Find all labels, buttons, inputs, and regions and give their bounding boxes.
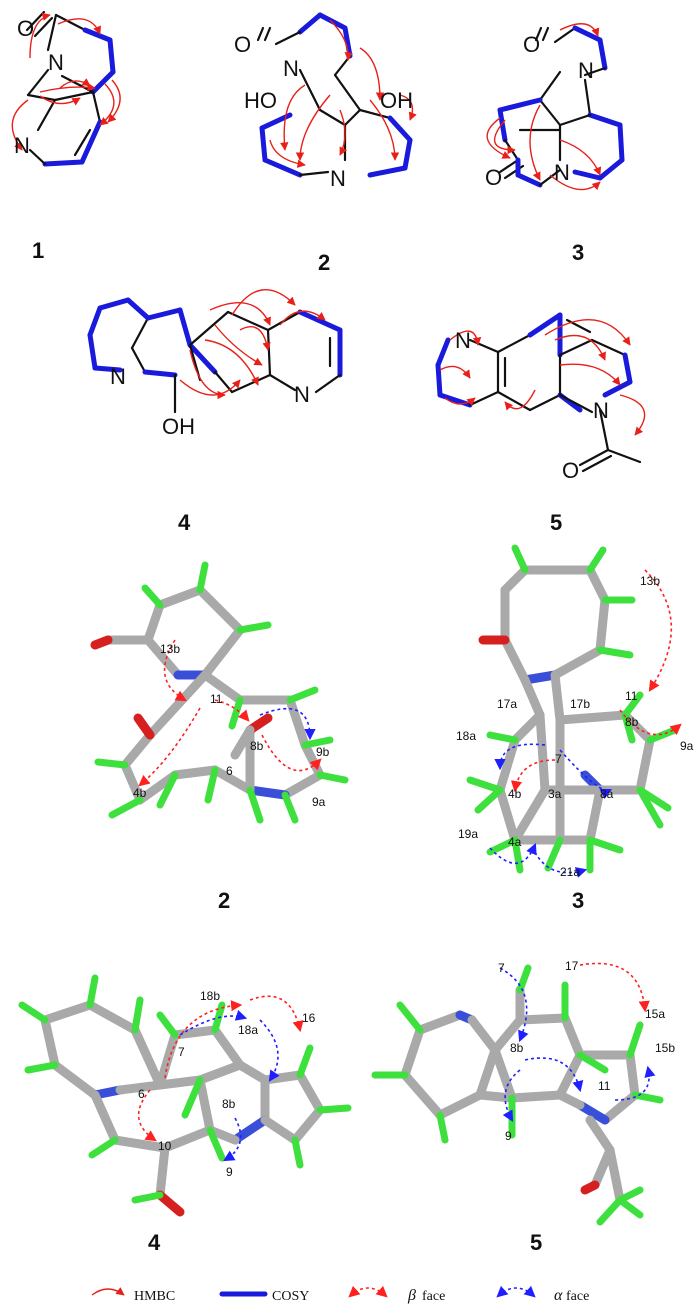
atom-label-15b: 15b xyxy=(655,1041,675,1055)
model-compound-4: 18b 16 18a 7 6 8b 10 9 xyxy=(18,974,352,1217)
atom-label-4b: 4b xyxy=(508,787,522,801)
atom-label: N xyxy=(554,160,570,185)
model-label-5: 5 xyxy=(530,1230,542,1255)
atom-label-9: 9 xyxy=(226,1165,233,1179)
atom-label-17b: 17b xyxy=(570,697,590,711)
hmbc-legend-symbol xyxy=(91,1287,125,1296)
atom-label-8b: 8b xyxy=(625,715,639,729)
structure-compound-3: O N O N xyxy=(485,23,625,191)
alpha-legend-symbol xyxy=(496,1285,536,1298)
atom-label-18a: 18a xyxy=(456,729,476,743)
atom-label-9a: 9a xyxy=(312,795,326,809)
model-label-4: 4 xyxy=(148,1230,161,1255)
structure-compound-1: O N N xyxy=(11,10,121,167)
atom-label-8a: 8a xyxy=(600,787,614,801)
atom-label: O xyxy=(234,32,251,57)
atom-label: HO xyxy=(244,88,277,113)
atom-label-13b: 13b xyxy=(160,642,180,656)
atom-label: N xyxy=(578,58,594,83)
atom-label-16: 16 xyxy=(302,1011,316,1025)
compound-label-1: 1 xyxy=(32,238,44,263)
atom-label-21a: 21a xyxy=(560,865,580,879)
atom-label-19a: 19a xyxy=(458,827,478,841)
atom-label: N xyxy=(110,364,126,389)
legend-alpha-label: α xyxy=(554,1287,563,1304)
atom-label-9: 9 xyxy=(505,1129,512,1143)
atom-label-7: 7 xyxy=(555,752,562,766)
structure-compound-2: O N HO OH N xyxy=(234,12,417,191)
compound-label-5: 5 xyxy=(550,510,562,535)
atom-label-18a: 18a xyxy=(238,1023,258,1037)
atom-label-9a: 9a xyxy=(680,739,694,753)
compound-label-2: 2 xyxy=(318,250,330,275)
atom-label: N xyxy=(593,398,609,423)
atom-label-11: 11 xyxy=(210,692,223,706)
atom-label: OH xyxy=(380,88,413,113)
legend: HMBC COSY β face α face xyxy=(91,1285,589,1304)
atom-label-13b: 13b xyxy=(640,574,660,588)
atom-label-4b: 4b xyxy=(133,786,147,800)
beta-legend-symbol xyxy=(348,1285,388,1298)
structure-compound-4: N N OH xyxy=(87,289,343,439)
atom-label: O xyxy=(485,165,502,190)
atom-label: O xyxy=(523,32,540,57)
atom-label-15a: 15a xyxy=(645,1007,665,1021)
legend-hmbc-label: HMBC xyxy=(134,1289,175,1304)
atom-label-18b: 18b xyxy=(200,989,220,1003)
atom-label-8b: 8b xyxy=(222,1097,236,1111)
atom-label-7: 7 xyxy=(498,961,505,975)
atom-label: N xyxy=(294,382,310,407)
atom-label-9b: 9b xyxy=(316,745,330,759)
atom-label-8b: 8b xyxy=(510,1041,524,1055)
atom-label: N xyxy=(330,166,346,191)
atom-label: N xyxy=(48,50,64,75)
atom-label: N xyxy=(14,133,30,158)
model-compound-5: 7 17 15a 15b 8b 11 9 xyxy=(371,959,675,1226)
model-label-2: 2 xyxy=(218,888,230,913)
compound-label-3: 3 xyxy=(572,240,584,265)
atom-label-8b: 8b xyxy=(250,739,264,753)
atom-label: O xyxy=(562,458,579,483)
atom-label-4a: 4a xyxy=(508,835,522,849)
legend-beta-face: face xyxy=(422,1289,445,1304)
atom-label-17: 17 xyxy=(565,959,579,973)
atom-label-7: 7 xyxy=(178,1045,185,1059)
structure-compound-5: N N O xyxy=(435,312,646,483)
atom-label: N xyxy=(283,56,299,81)
atom-label: N xyxy=(455,328,471,353)
legend-cosy-label: COSY xyxy=(272,1289,309,1304)
atom-label-17a: 17a xyxy=(497,697,517,711)
atom-label: OH xyxy=(162,414,195,439)
atom-label-6: 6 xyxy=(226,764,233,778)
atom-label-11: 11 xyxy=(598,1079,611,1093)
legend-alpha-face: face xyxy=(566,1289,589,1304)
atom-label-10: 10 xyxy=(158,1139,172,1153)
legend-beta-label: β xyxy=(407,1287,416,1304)
model-compound-3: 13b 11 17a 17b 8b 9a 18a 7 4b 3a 8a 19a … xyxy=(456,544,694,879)
model-compound-2: 13b 11 8b 4b 6 9b 9a xyxy=(90,561,349,824)
atom-label-11: 11 xyxy=(625,689,638,703)
atom-label-3a: 3a xyxy=(548,787,562,801)
atom-label-6: 6 xyxy=(138,1087,145,1101)
compound-label-4: 4 xyxy=(178,510,191,535)
atom-label: O xyxy=(17,16,34,41)
model-label-3: 3 xyxy=(572,888,584,913)
